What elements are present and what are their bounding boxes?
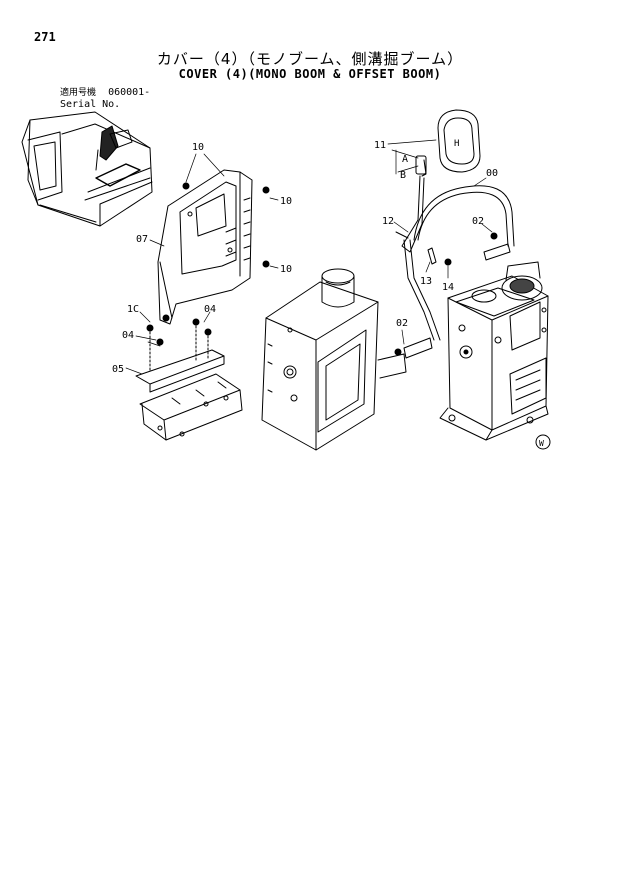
right-tank-unit: [439, 261, 549, 441]
hose-bracket-02: [483, 232, 511, 261]
mounting-plate-05: [135, 349, 243, 441]
callout-05: 05: [112, 364, 124, 375]
w-mark-letter: W: [539, 439, 544, 448]
gauge-assembly: H: [395, 109, 481, 253]
callout-10c: 10: [280, 264, 292, 275]
callout-b: B: [400, 170, 406, 181]
serial-label-en: Serial No.: [60, 99, 121, 110]
screw-10a: [182, 182, 190, 190]
serial-info: 適用号機 060001- Serial No.: [60, 87, 150, 110]
page-number: 271: [34, 30, 56, 44]
hose-00: [403, 185, 515, 341]
excavator-thumbnail: [21, 111, 153, 227]
pipe-clamp-02: [394, 337, 433, 359]
w-mark-circle: [535, 434, 551, 450]
callout-04a: 04: [122, 330, 134, 341]
callout-02b: 02: [472, 216, 484, 227]
callout-02a: 02: [396, 318, 408, 329]
callout-12: 12: [382, 216, 394, 227]
callout-13: 13: [420, 276, 432, 287]
callout-07: 07: [136, 234, 148, 245]
serial-range: 060001-: [108, 87, 151, 98]
callout-04b: 04: [204, 304, 216, 315]
screw-10b: [262, 186, 270, 194]
callout-labels: 10 10 10 07 1C 04 04 05 02 11 A B 12 13 …: [112, 140, 544, 448]
svg-text:H: H: [454, 139, 459, 149]
hydraulic-tank: [261, 268, 407, 451]
bolt-13-14: [427, 247, 452, 266]
callout-1c: 1C: [127, 304, 139, 315]
callout-11: 11: [374, 140, 386, 151]
callout-00: 00: [486, 168, 498, 179]
title-japanese: カバー（4）（モノブーム、側溝掘ブーム）: [156, 50, 464, 68]
callout-10a: 10: [192, 142, 204, 153]
fastener-group-left: [146, 314, 212, 373]
cover-panel-07: [157, 169, 253, 325]
callout-10b: 10: [280, 196, 292, 207]
serial-label-jp: 適用号機: [60, 88, 97, 98]
title-english: COVER (4)(MONO BOOM & OFFSET BOOM): [178, 67, 442, 81]
callout-a: A: [402, 154, 408, 165]
screw-10c: [262, 260, 270, 268]
callout-14: 14: [442, 282, 454, 293]
leader-lines: [125, 139, 493, 375]
